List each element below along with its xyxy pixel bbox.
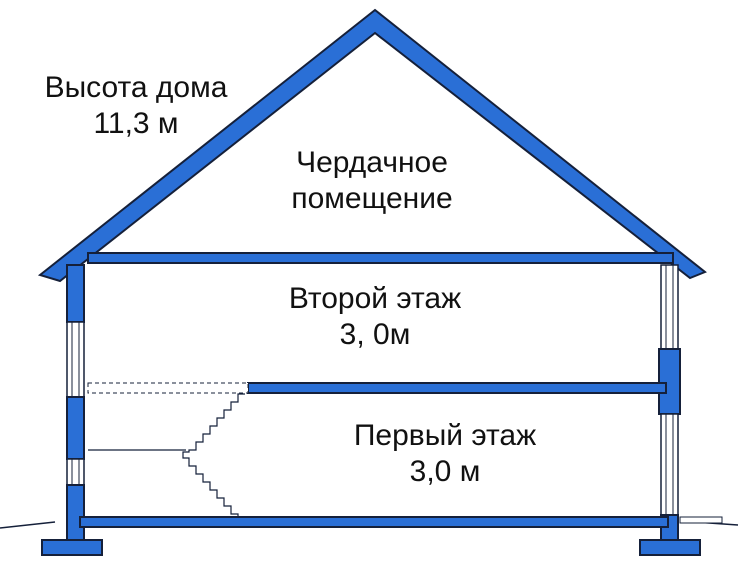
attic-label: Чердачное помещение xyxy=(262,145,482,217)
house-height-title: Высота дома xyxy=(44,71,228,104)
attic-label-line1: Чердачное xyxy=(296,146,448,179)
ground-floor-slab xyxy=(79,516,669,528)
second-floor-slab xyxy=(87,382,667,394)
attic-floor-slab xyxy=(87,252,674,264)
second-floor-title: Второй этаж xyxy=(288,282,462,315)
first-floor-label: Первый этаж 3,0 м xyxy=(320,418,570,490)
staircase xyxy=(88,393,245,517)
first-floor-title: Первый этаж xyxy=(353,419,537,452)
house-height-value: 11,3 м xyxy=(93,107,179,140)
second-floor-height: 3, 0м xyxy=(339,318,411,351)
right-wall xyxy=(658,264,723,541)
house-height-label: Высота дома 11,3 м xyxy=(20,70,252,142)
second-floor-label: Второй этаж 3, 0м xyxy=(250,281,500,353)
left-wall xyxy=(66,264,85,541)
first-floor-height: 3,0 м xyxy=(409,455,481,488)
foundations xyxy=(41,539,701,556)
gable-roof xyxy=(37,8,707,283)
attic-label-line2: помещение xyxy=(291,182,453,215)
